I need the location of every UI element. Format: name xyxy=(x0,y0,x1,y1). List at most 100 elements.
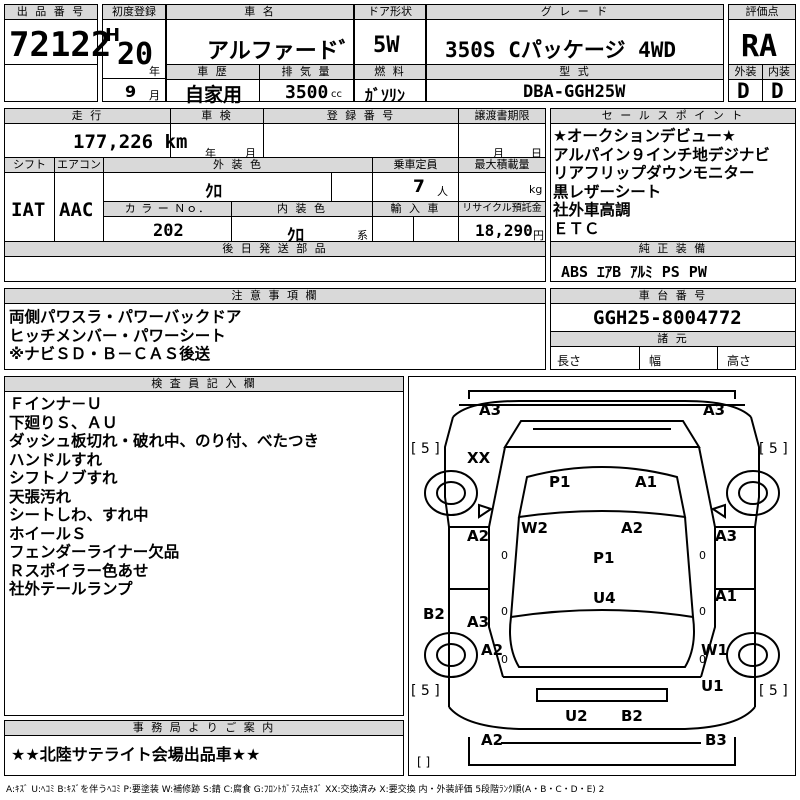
reg-year: 20 xyxy=(117,37,154,72)
recycle-amount: 18,290 xyxy=(475,221,533,240)
sales-point-line: 社外車高調 xyxy=(553,201,631,219)
sales-points-box: セ ー ル ス ポ イ ン ト ★オークションデビュー★ アルパイン９インチ地デ… xyxy=(550,108,796,282)
shift-label: シフト xyxy=(5,158,54,173)
notes-line: 両側パワスラ・パワーバックドア xyxy=(9,308,242,326)
mileage-label: 走 行 xyxy=(5,109,170,124)
ext-color-label: 外 装 色 xyxy=(104,158,372,173)
displacement-label: 排 気 量 xyxy=(260,65,353,80)
damage-mark: U4 xyxy=(593,589,616,607)
specs-label: 諸 元 xyxy=(551,332,795,347)
small-zero: 0 xyxy=(699,549,706,562)
color-no-label: カ ラ ー Ｎｏ． xyxy=(104,202,231,217)
inspector-line: 下廻りＳ、ＡＵ xyxy=(9,413,118,432)
tire-tread-label: [ 5 ] xyxy=(411,441,440,457)
sales-point-line: 黒レザーシート xyxy=(553,182,662,201)
door-box: ドア形状 5W 燃 料 ｶﾞｿﾘﾝ xyxy=(354,4,426,105)
reg-month: 9 xyxy=(125,82,137,101)
damage-mark: P1 xyxy=(593,549,615,567)
grade: 350S Cパッケージ 4WD xyxy=(445,38,677,62)
notes-list: 両側パワスラ・パワーバックドア ヒッチメンバー・パワーシート ※ナビＳＤ・Ｂ－Ｃ… xyxy=(9,308,241,364)
era: H xyxy=(105,25,121,46)
inspection-year-unit: 年 xyxy=(205,147,216,160)
fuel: ｶﾞｿﾘﾝ xyxy=(365,86,406,105)
inspector-label: 検 査 員 記 入 欄 xyxy=(5,377,403,392)
inspection-label: 車 検 xyxy=(171,109,263,124)
tire-tread-label: [ 5 ] xyxy=(411,683,440,699)
import-label: 輸 入 車 xyxy=(373,202,458,217)
model-label: 型 式 xyxy=(427,65,723,80)
exterior-score: D xyxy=(737,79,750,103)
length-label: 長さ xyxy=(557,354,582,368)
interior-score: D xyxy=(771,79,784,103)
grade-box: グ レ ー ド 350S Cパッケージ 4WD 型 式 DBA-GGH25W xyxy=(426,4,724,102)
shift: IAT xyxy=(11,199,46,221)
inspector-line: ハンドルすれ xyxy=(9,450,103,469)
damage-mark: A2 xyxy=(481,641,504,659)
sales-point-line: ＥＴＣ xyxy=(553,219,600,238)
chassis-label: 車 台 番 号 xyxy=(551,289,795,304)
transfer-day-unit: 日 xyxy=(531,147,542,160)
small-zero: 0 xyxy=(699,605,706,618)
int-color-label: 内 装 色 xyxy=(232,202,372,217)
tire-tread-label: [ ] xyxy=(417,755,431,769)
recycle-unit: 円 xyxy=(533,229,544,242)
damage-mark: B3 xyxy=(705,731,727,749)
inspector-line: シフトノブすれ xyxy=(9,469,118,487)
tire-tread-label: [ 5 ] xyxy=(759,683,788,699)
door: 5W xyxy=(373,33,400,58)
color-no: 202 xyxy=(153,221,184,241)
damage-mark: A1 xyxy=(635,473,658,491)
ac-label: エアコン xyxy=(55,158,103,173)
damage-mark: A3 xyxy=(479,401,502,419)
sales-points-label: セ ー ル ス ポ イ ン ト xyxy=(551,109,795,124)
transfer-label: 譲渡書期限 xyxy=(459,109,545,124)
reg-number-label: 登 録 番 号 xyxy=(264,109,458,124)
score-box: 評価点 RA 外装 内装 D D xyxy=(728,4,796,103)
first-registration-box: 初度登録 H 20 年 9 月 xyxy=(102,4,166,102)
equipment: ABS ｴｱB ｱﾙﾐ PS PW xyxy=(561,263,707,281)
damage-mark: W2 xyxy=(521,519,548,537)
notes-line: ※ナビＳＤ・Ｂ－ＣＡＳ後送 xyxy=(9,345,211,363)
history-label: 車 歴 xyxy=(167,65,259,80)
office-label: 事 務 局 よ り ご 案 内 xyxy=(5,721,403,736)
interior-label: 内装 xyxy=(763,65,795,80)
damage-mark: B2 xyxy=(423,605,445,623)
first-registration-label: 初度登録 xyxy=(103,5,165,20)
door-label: ドア形状 xyxy=(355,5,425,20)
score: RA xyxy=(741,29,778,64)
office-box: 事 務 局 よ り ご 案 内 ★★北陸サテライト会場出品車★★ xyxy=(4,720,404,776)
sales-point-line: ★オークションデビュー★ xyxy=(553,127,736,145)
grade-label: グ レ ー ド xyxy=(427,5,723,20)
fuel-label: 燃 料 xyxy=(355,65,425,80)
notes-line: ヒッチメンバー・パワーシート xyxy=(9,326,226,345)
damage-mark: W1 xyxy=(701,641,728,659)
lot-number-label: 出 品 番 号 xyxy=(5,5,97,20)
tire-tread-label: [ 5 ] xyxy=(759,441,788,457)
damage-mark: U2 xyxy=(565,707,588,725)
reg-year-unit: 年 xyxy=(149,65,160,78)
equipment-label: 純 正 装 備 xyxy=(551,242,795,257)
notes-label: 注 意 事 項 欄 xyxy=(5,289,545,304)
inspector-line: 社外テールランプ xyxy=(9,580,133,598)
inspector-line: シートしわ、すれ中 xyxy=(9,506,149,524)
inspector-line: Ｒスポイラー色あせ xyxy=(9,561,149,580)
inspector-line: フェンダーライナー欠品 xyxy=(9,543,180,561)
damage-mark: XX xyxy=(467,449,491,467)
lot-number: 72122 xyxy=(9,25,112,65)
car-name-box: 車 名 アルファードﾞ 車 歴 排 気 量 自家用 3500 cc xyxy=(166,4,354,106)
displacement-unit: cc xyxy=(331,89,342,100)
damage-mark: P1 xyxy=(549,473,571,491)
capacity: 7 xyxy=(413,177,425,197)
small-zero: 0 xyxy=(699,653,706,666)
mileage: 177,226 km xyxy=(73,131,188,153)
legend: A:ｷｽﾞ U:ﾍｺﾐ B:ｷｽﾞを伴うﾍｺﾐ P:要塗装 W:補修跡 S:錆 … xyxy=(6,785,605,795)
damage-mark: A2 xyxy=(481,731,504,749)
damage-mark: A3 xyxy=(467,613,490,631)
damage-mark: A1 xyxy=(715,587,738,605)
transfer-month-unit: 月 xyxy=(493,147,504,160)
inspector-list: Ｆインナ－Ｕ 下廻りＳ、ＡＵ ダッシュ板切れ・破れ中、のり付、べたつき ハンドル… xyxy=(9,395,319,599)
damage-mark: A3 xyxy=(703,401,726,419)
ext-color: ｸﾛ xyxy=(205,182,222,202)
load-label: 最大積載量 xyxy=(459,158,545,173)
chassis-box: 車 台 番 号 GGH25-8004772 諸 元 長さ 幅 高さ xyxy=(550,288,796,370)
